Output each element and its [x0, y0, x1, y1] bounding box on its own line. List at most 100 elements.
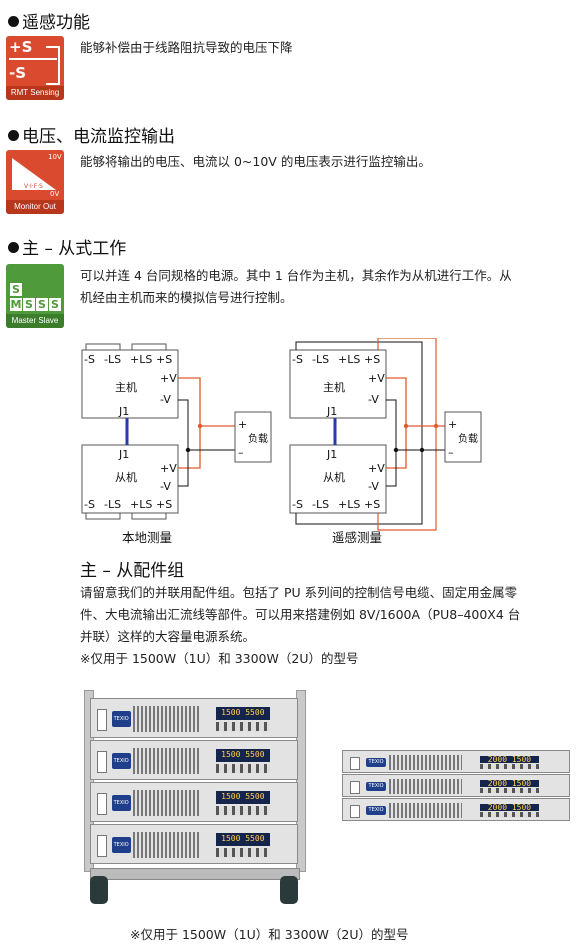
terminal-label: +S [364, 353, 380, 366]
load-minus-label: – [448, 446, 454, 459]
front-panel-display: 1500 5500 [215, 791, 270, 804]
terminal-label: -LS [312, 353, 329, 366]
icon-letter: S [10, 283, 22, 296]
text-line: 可以并连 4 台同规格的电源。其中 1 台作为主机，其余作为从机进行工作。从 [80, 268, 512, 283]
plus-v-label: +V [160, 372, 177, 385]
monitor-out-icon: 10V V·I·F·S 0V Monitor Out [6, 150, 64, 214]
terminal-label: +LS [130, 498, 152, 511]
terminal-label: -LS [312, 498, 329, 511]
text-line: 件、大电流输出汇流线等部件。可以用来搭建例如 8V/1600A（PU8–400X… [80, 607, 521, 622]
terminal-label: +LS [338, 353, 360, 366]
icon-bottom-label: -S [9, 64, 27, 82]
j1-label: J1 [326, 448, 337, 461]
section-text-monitor: 能够将输出的电压、电流以 0~10V 的电压表示进行监控输出。 [80, 154, 431, 169]
brand-logo: TEXIO [111, 795, 131, 811]
brand-logo: TEXIO [365, 805, 387, 816]
icon-letter: M [10, 298, 22, 311]
brand-logo: TEXIO [111, 753, 131, 769]
load-plus-label: + [238, 418, 247, 431]
caption-remote: 遥感测量 [332, 530, 382, 545]
brand-logo: TEXIO [365, 757, 387, 768]
plus-v-label: +V [368, 372, 385, 385]
bullet-icon [8, 16, 19, 27]
bottom-caption: ※仅用于 1500W（1U）和 3300W（2U）的型号 [130, 927, 409, 942]
power-supply-unit: TEXIO 1500 5500 [90, 782, 298, 822]
icon-top-label: +S [9, 38, 33, 56]
section-text-master-slave: 可以并连 4 台同规格的电源。其中 1 台作为主机，其余作为从机进行工作。从 机… [80, 265, 512, 309]
master-label: 主机 [323, 380, 345, 394]
text-line: 并联）这样的大容量电源系统。 [80, 629, 256, 644]
icon-caption: Master Slave [6, 314, 64, 328]
terminal-label: -LS [104, 498, 121, 511]
text-line: 请留意我们的并联用配件组。包括了 PU 系列间的控制信号电缆、固定用金属零 [80, 585, 518, 600]
power-supply-unit: TEXIO 1500 5500 [90, 824, 298, 864]
terminal-label: -S [292, 353, 303, 366]
bullet-icon [8, 242, 19, 253]
icon-top-label: 10V [48, 153, 62, 161]
j1-label: J1 [326, 405, 337, 418]
power-supply-unit: TEXIO 1500 5500 [90, 740, 298, 780]
icon-caption: RMT Sensing [6, 86, 64, 100]
terminal-label: +S [156, 498, 172, 511]
icon-caption: Monitor Out [6, 200, 64, 214]
slave-label: 从机 [115, 470, 137, 484]
j1-label: J1 [118, 448, 129, 461]
front-panel-display: 1500 5500 [215, 833, 270, 846]
front-panel-display: 1500 5500 [215, 749, 270, 762]
wiring-diagram: -S -LS +LS +S 主机 +V -V J1 J1 从机 +V -V -S… [81, 338, 482, 545]
load-minus-label: – [238, 446, 244, 459]
section-text-rmt: 能够补偿由于线路阻抗导致的电压下降 [80, 40, 293, 55]
master-label: 主机 [115, 380, 137, 394]
icon-letter: S [36, 298, 48, 311]
section-heading-rmt: 遥感功能 [8, 8, 90, 33]
terminal-label: -S [84, 353, 95, 366]
power-supply-unit: TEXIO 1500 5500 [90, 698, 298, 738]
brand-logo: TEXIO [365, 781, 387, 792]
terminal-label: +S [364, 498, 380, 511]
rmt-sensing-icon: +S -S RMT Sensing [6, 36, 64, 100]
icon-letter: S [23, 298, 35, 311]
power-supply-unit: TEXIO 2000 1500 [342, 750, 570, 773]
load-label: 负载 [458, 432, 478, 445]
front-panel-display: 1500 5500 [215, 707, 270, 720]
minus-v-label: -V [368, 480, 379, 493]
brand-logo: TEXIO [111, 837, 131, 853]
plus-v-label: +V [160, 462, 177, 475]
front-panel-display: 2000 1500 [479, 803, 540, 811]
brand-logo: TEXIO [111, 711, 131, 727]
load-plus-label: + [448, 418, 457, 431]
terminal-label: -S [292, 498, 303, 511]
plus-v-label: +V [368, 462, 385, 475]
kit-title: 主 – 从配件组 [80, 561, 185, 581]
icon-bottom-label: 0V [50, 190, 60, 198]
caption-local: 本地测量 [122, 530, 172, 545]
slave-label: 从机 [323, 470, 345, 484]
minus-v-label: -V [368, 393, 379, 406]
terminal-label: +LS [130, 353, 152, 366]
local-sensing-diagram [81, 343, 272, 520]
terminal-label: +LS [338, 498, 360, 511]
terminal-label: -LS [104, 353, 121, 366]
icon-mid-label: V·I·F·S [24, 183, 43, 190]
terminal-label: -S [84, 498, 95, 511]
minus-v-label: -V [160, 393, 171, 406]
minus-v-label: -V [160, 480, 171, 493]
kit-note: ※仅用于 1500W（1U）和 3300W（2U）的型号 [80, 651, 359, 666]
bullet-icon [8, 130, 19, 141]
icon-letter: S [49, 298, 61, 311]
text-line: 机经由主机而来的模拟信号进行控制。 [80, 290, 293, 305]
remote-sensing-diagram [289, 338, 482, 531]
power-supply-unit: TEXIO 2000 1500 [342, 774, 570, 797]
section-heading-master-slave: 主 – 从式工作 [8, 234, 126, 259]
master-slave-icon: S M S S S Master Slave [6, 264, 64, 328]
front-panel-display: 2000 1500 [479, 755, 540, 763]
j1-label: J1 [118, 405, 129, 418]
power-supply-unit: TEXIO 2000 1500 [342, 798, 570, 821]
kit-description: 请留意我们的并联用配件组。包括了 PU 系列间的控制信号电缆、固定用金属零 件、… [80, 582, 520, 670]
terminal-label: +S [156, 353, 172, 366]
section-heading-monitor: 电压、电流监控输出 [8, 122, 175, 147]
load-label: 负载 [248, 432, 268, 445]
front-panel-display: 2000 1500 [479, 779, 540, 787]
